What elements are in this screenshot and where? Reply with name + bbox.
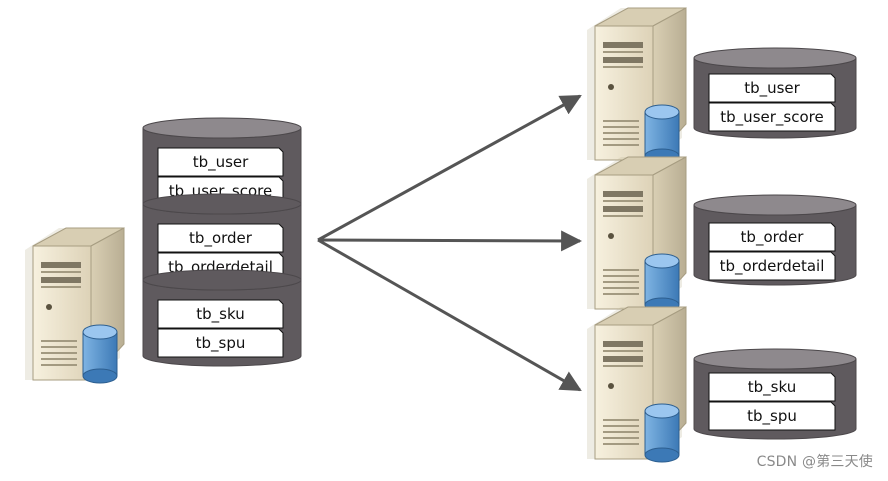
table-name: tb_sku: [196, 305, 244, 324]
table-card: [157, 299, 284, 329]
arrow-to-order-db: [317, 230, 583, 252]
table-card: [708, 222, 836, 252]
table-card: [708, 73, 836, 103]
table-card: [708, 372, 836, 402]
arrow-to-user-db: [317, 94, 582, 242]
table-card: [708, 102, 836, 132]
table-name: tb_user: [193, 153, 249, 172]
target-db-3: tb_sku tb_spu: [693, 348, 857, 440]
table-card: [157, 328, 284, 358]
arrow-to-sku-db: [317, 238, 582, 392]
table-name: tb_sku: [748, 378, 796, 397]
target-db-1: tb_user tb_user_score: [693, 47, 857, 139]
target-server-icon-order: [586, 156, 687, 313]
csdn-watermark: CSDN @第三天使: [756, 454, 873, 470]
table-name: tb_spu: [747, 407, 797, 426]
table-name: tb_order: [741, 228, 805, 247]
table-card: [708, 251, 836, 281]
source-database-cylinder: tb_usertb_user_scoretb_ordertb_orderdeta…: [142, 117, 302, 367]
source-server-icon: [24, 227, 125, 384]
table-card: [157, 223, 284, 253]
target-servers: [586, 7, 687, 463]
replication-arrows: [317, 94, 583, 392]
table-name: tb_order: [189, 229, 253, 248]
table-card: [708, 401, 836, 431]
table-name: tb_user: [744, 79, 800, 98]
table-name: tb_orderdetail: [720, 257, 825, 276]
table-name: tb_user_score: [720, 108, 823, 127]
target-databases: tb_user tb_user_score tb_order tb_orderdeta…: [693, 47, 857, 440]
table-name: tb_spu: [196, 334, 246, 353]
target-db-2: tb_order tb_orderdetail: [693, 194, 857, 286]
target-server-icon-user: [586, 7, 687, 164]
target-server-icon-sku: [586, 306, 687, 463]
table-card: [157, 147, 284, 177]
